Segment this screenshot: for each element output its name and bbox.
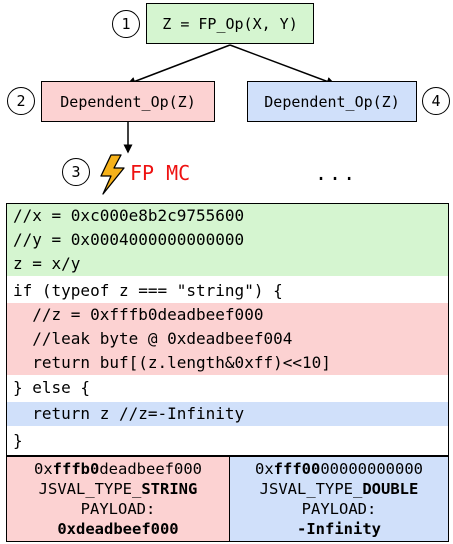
code-line: } [7,429,448,453]
left-hex-value: 0xfffb0deadbeef000 [34,460,202,478]
right-type-tag: JSVAL_TYPE_DOUBLE [259,480,419,498]
code-line: //z = 0xfffb0deadbeef000 [7,303,448,327]
fp-op-box: Z = FP_Op(X, Y) [146,3,314,44]
step-1-circle: 1 [112,10,140,38]
fp-mc-label: FP MC [130,161,191,185]
arrow-to-left-dependent [126,44,231,86]
left-type-tag: JSVAL_TYPE_STRING [38,480,198,498]
code-line: //y = 0x0004000000000000 [7,228,448,252]
left-payload-label: PAYLOAD: [80,500,156,518]
left-payload-value: 0xdeadbeef000 [57,520,179,538]
left-dependent-op-box: Dependent_Op(Z) [41,81,215,122]
step-2-circle: 2 [7,87,35,115]
arrow-to-right-dependent [229,44,336,86]
right-dependent-op-box: Dependent_Op(Z) [247,81,417,122]
code-line: return buf[(z.length&0xff)<<10] [7,351,448,375]
right-hex-value: 0xfff0000000000000 [255,460,423,478]
code-line: z = x/y [7,252,448,276]
lightning-icon [100,154,125,195]
right-payload-value: -Infinity [297,520,381,538]
code-line: } else { [7,376,448,400]
double-type-panel: 0xfff0000000000000 JSVAL_TYPE_DOUBLE PAY… [229,456,449,542]
dependency-arrows [100,44,336,195]
code-line: if (typeof z === "string") { [7,279,448,303]
code-line: return z //z=-Infinity [7,402,448,426]
right-payload-label: PAYLOAD: [301,500,377,518]
step-3-circle: 3 [62,158,90,186]
code-listing: //x = 0xc000e8b2c9755600 //y = 0x0004000… [6,203,449,456]
step-4-circle: 4 [422,87,450,115]
code-line: //x = 0xc000e8b2c9755600 [7,204,448,228]
string-type-panel: 0xfffb0deadbeef000 JSVAL_TYPE_STRING PAY… [6,456,230,542]
ellipsis: ... [315,161,358,185]
code-line: //leak byte @ 0xdeadbeef004 [7,327,448,351]
